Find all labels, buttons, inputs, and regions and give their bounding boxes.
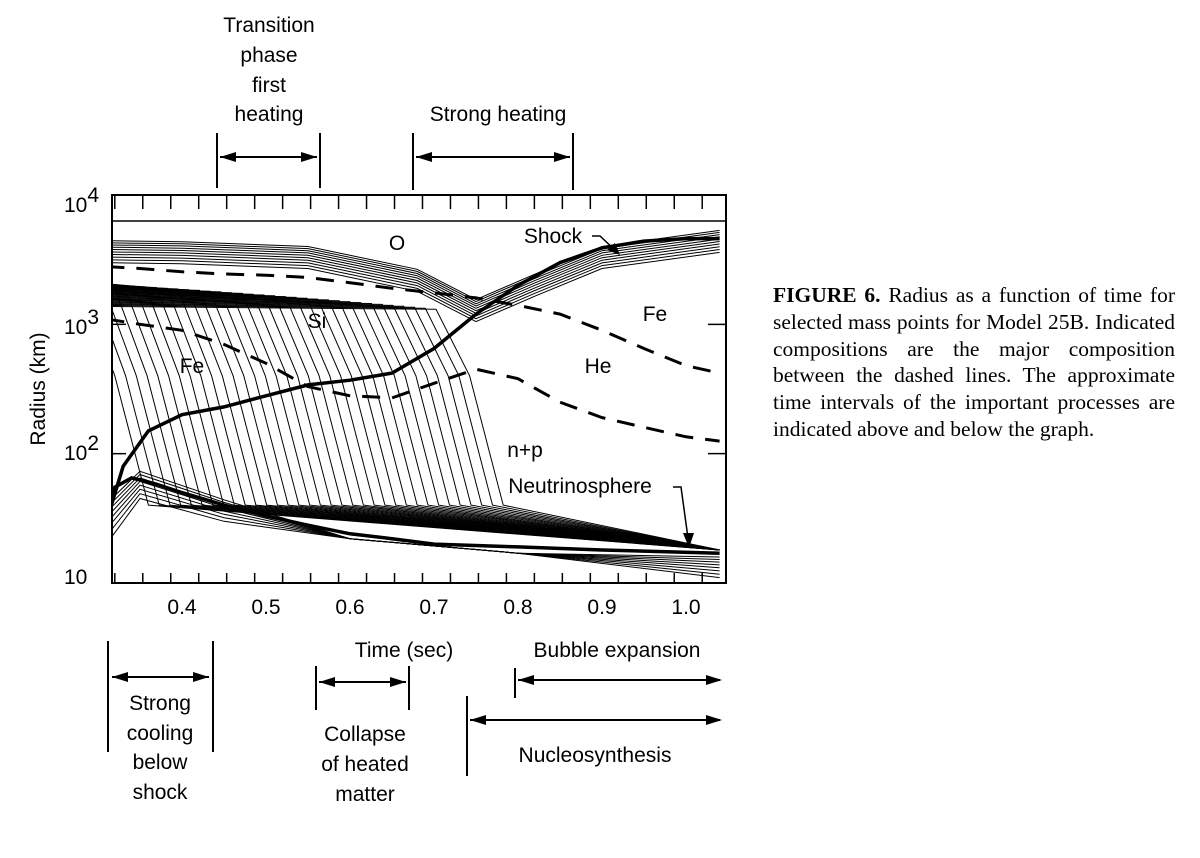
strong-cooling-line-2: cooling <box>127 722 194 745</box>
mass-point-curve <box>112 301 720 551</box>
region-label-si: Si <box>308 310 327 333</box>
mass-point-curve <box>112 366 720 551</box>
mass-point-curve <box>112 295 720 551</box>
transition-line-4: heating <box>235 103 304 126</box>
region-label-o: O <box>389 232 405 255</box>
mass-point-curve <box>112 292 720 551</box>
x-tick-label-0.6: 0.6 <box>335 596 364 619</box>
neutrinosphere-annotation: Neutrinosphere <box>508 475 652 498</box>
mass-point-curve <box>112 296 720 551</box>
caption-label: FIGURE 6. <box>773 283 881 307</box>
mass-point-curve <box>112 285 720 551</box>
mass-point-curve <box>112 337 720 551</box>
region-label-fe-inner: Fe <box>180 355 205 378</box>
top-interval-strong-heating: Strong heating <box>412 103 574 190</box>
mass-point-curve <box>112 294 720 551</box>
mass-point-curve <box>112 246 720 317</box>
tick-marks <box>112 195 726 584</box>
x-axis-title: Time (sec) <box>355 639 453 662</box>
y-tick-label-1e3: 103 <box>64 306 99 339</box>
neutrinosphere-pointer <box>673 486 689 539</box>
shock-annotation: Shock <box>524 225 583 248</box>
caption-text: Radius as a function of time for selecte… <box>773 283 1175 441</box>
nucleosynthesis-label: Nucleosynthesis <box>519 744 672 767</box>
mass-point-curve <box>112 303 720 551</box>
collapse-line-1: Collapse <box>324 723 406 746</box>
mass-point-curve <box>112 290 720 551</box>
mass-point-curve <box>112 302 720 551</box>
transition-line-1: Transition <box>223 14 314 37</box>
region-label-he: He <box>585 355 612 378</box>
composition-boundary-dashed-curve <box>112 318 720 443</box>
bottom-interval-collapse: Collapse of heated matter <box>315 666 410 806</box>
x-tick-label-1.0: 1.0 <box>671 596 700 619</box>
mass-point-curve <box>112 284 720 551</box>
mass-point-curve <box>112 234 720 305</box>
mass-point-curve <box>112 488 720 572</box>
x-tick-labels: 0.4 0.5 0.6 0.7 0.8 0.9 1.0 <box>167 596 700 619</box>
plot-frame <box>111 194 727 584</box>
y-axis-title: Radius (km) <box>27 332 50 445</box>
region-label-fe-outer: Fe <box>643 303 668 326</box>
top-interval-transition: Transition phase first heating <box>216 14 321 188</box>
collapse-line-2: of heated <box>321 753 409 776</box>
mass-point-curve <box>112 293 720 551</box>
region-label-n-p: n+p <box>507 439 543 462</box>
transition-line-3: first <box>252 74 286 97</box>
neutrinosphere-curve <box>112 476 720 555</box>
strong-cooling-line-3: below <box>133 751 189 774</box>
mass-point-curve <box>112 306 720 551</box>
composition-boundary-dashed-curve <box>112 265 720 375</box>
mass-point-curves <box>112 229 720 579</box>
mass-point-curve <box>112 287 720 551</box>
mass-point-curve <box>112 295 720 551</box>
x-tick-label-0.9: 0.9 <box>587 596 616 619</box>
mass-point-curve <box>112 304 720 551</box>
mass-point-curve <box>112 249 720 320</box>
mass-point-curve <box>112 299 720 551</box>
strong-heating-label: Strong heating <box>430 103 567 126</box>
y-tick-label-1e4: 104 <box>64 184 99 217</box>
bottom-interval-strong-cooling: Strong cooling below shock <box>107 641 214 804</box>
y-tick-labels: 104 103 102 10 <box>64 184 99 589</box>
transition-line-2: phase <box>240 44 297 67</box>
bottom-interval-nucleosynthesis: Nucleosynthesis <box>466 696 722 776</box>
bubble-expansion-label: Bubble expansion <box>534 639 701 662</box>
mass-point-curve <box>112 289 720 551</box>
mass-point-curve <box>112 300 720 551</box>
x-tick-label-0.7: 0.7 <box>419 596 448 619</box>
y-tick-label-10: 10 <box>64 566 87 589</box>
mass-point-curve <box>112 251 720 323</box>
y-tick-label-1e2: 102 <box>64 432 99 465</box>
mass-point-curve <box>112 291 720 551</box>
mass-point-curve <box>112 243 720 314</box>
bottom-interval-bubble-expansion: Bubble expansion <box>514 639 722 698</box>
figure-caption: FIGURE 6. Radius as a function of time f… <box>773 282 1175 443</box>
mass-point-curve <box>112 288 720 551</box>
strong-heating-interval-arrow <box>412 133 574 190</box>
mass-point-curve <box>112 288 720 551</box>
x-tick-label-0.4: 0.4 <box>167 596 197 619</box>
transition-interval-arrow <box>216 133 321 188</box>
mass-point-curve <box>112 308 720 551</box>
shock-pointer-head <box>607 243 620 255</box>
collapse-line-3: matter <box>335 783 395 806</box>
plot-area <box>112 229 720 579</box>
strong-cooling-line-4: shock <box>133 781 188 804</box>
mass-point-curve <box>112 236 720 307</box>
mass-point-curve <box>112 497 720 579</box>
x-tick-label-0.5: 0.5 <box>251 596 280 619</box>
strong-cooling-line-1: Strong <box>129 692 191 715</box>
x-tick-label-0.8: 0.8 <box>503 596 532 619</box>
neutrinosphere-pointer-head <box>683 533 694 548</box>
mass-point-curve <box>112 493 720 575</box>
